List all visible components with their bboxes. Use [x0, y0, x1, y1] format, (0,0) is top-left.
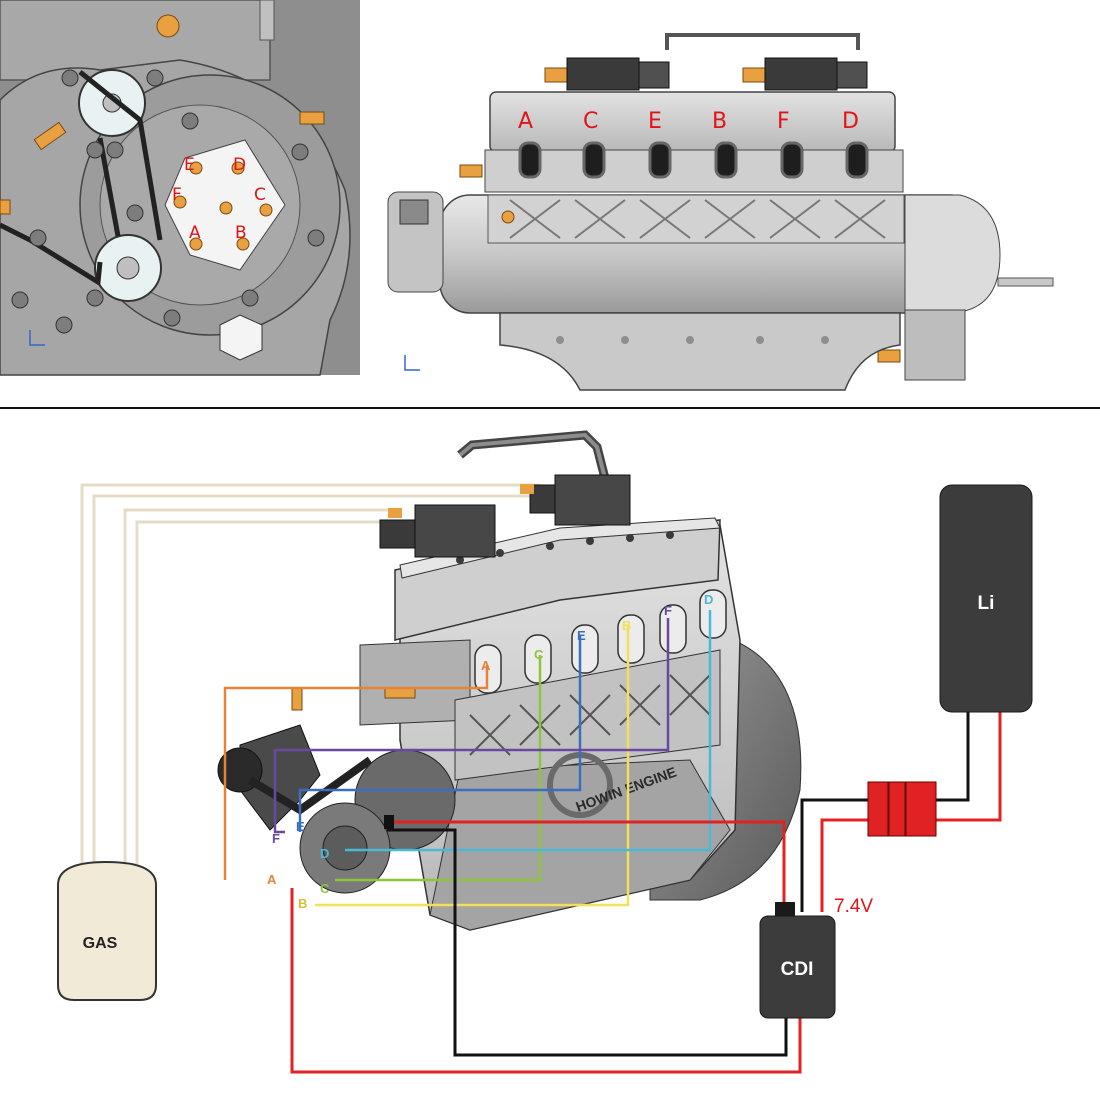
gas-tank-label: GAS: [83, 935, 118, 952]
plug-label: D: [704, 592, 713, 607]
plug-label: E: [577, 628, 586, 643]
plug-label: A: [481, 658, 491, 673]
cdi-label: CDI: [781, 959, 814, 980]
fuel-valve-left: [544, 57, 670, 91]
lithium-battery: Li: [939, 484, 1033, 713]
port-label: D: [233, 155, 246, 175]
port-label: C: [254, 185, 266, 205]
cdi-module: CDI: [759, 902, 836, 1019]
fuel-valve-illustration: [379, 474, 631, 558]
front-cad-view: E D F C A B: [0, 0, 365, 378]
fuel-lines: [80, 483, 540, 890]
port-label: A: [189, 223, 201, 243]
front-port-labels: E D F C A B: [172, 155, 266, 243]
ignition-wires: [223, 610, 712, 907]
side-cylinder-labels: A C E B F D: [518, 109, 859, 134]
side-cad-view: A C E B F D: [387, 33, 1054, 391]
cylinder-label: D: [842, 109, 859, 134]
distributor-label: E: [296, 819, 305, 834]
cylinder-label: B: [712, 109, 727, 134]
spark-plug-labels: A C E B F D: [481, 592, 713, 673]
distributor-label: D: [320, 846, 329, 861]
port-label: B: [235, 223, 247, 243]
cylinder-label: E: [648, 109, 662, 134]
cylinder-label: C: [583, 109, 598, 134]
port-label: F: [172, 185, 182, 205]
distributor-label: F: [272, 831, 280, 846]
cylinder-label: A: [518, 109, 533, 134]
distributor-label: B: [298, 896, 307, 911]
power-wires: [290, 712, 1002, 1074]
distributor-labels: F E D A C B: [267, 819, 330, 911]
port-label: E: [184, 155, 195, 175]
distributor-label: A: [267, 872, 277, 887]
plug-label: F: [664, 603, 672, 618]
battery-label: Li: [978, 593, 995, 614]
distributor-label: C: [320, 881, 330, 896]
voltage-label: 7.4V: [834, 896, 873, 917]
gas-tank: GAS: [57, 860, 157, 1001]
plug-label: B: [622, 618, 631, 633]
plug-label: C: [534, 647, 544, 662]
fuel-valve-right: [742, 57, 868, 91]
connector-plug: [867, 781, 937, 837]
engine-illustration: HOWIN ENGINE: [217, 430, 802, 931]
cylinder-label: F: [777, 109, 790, 134]
